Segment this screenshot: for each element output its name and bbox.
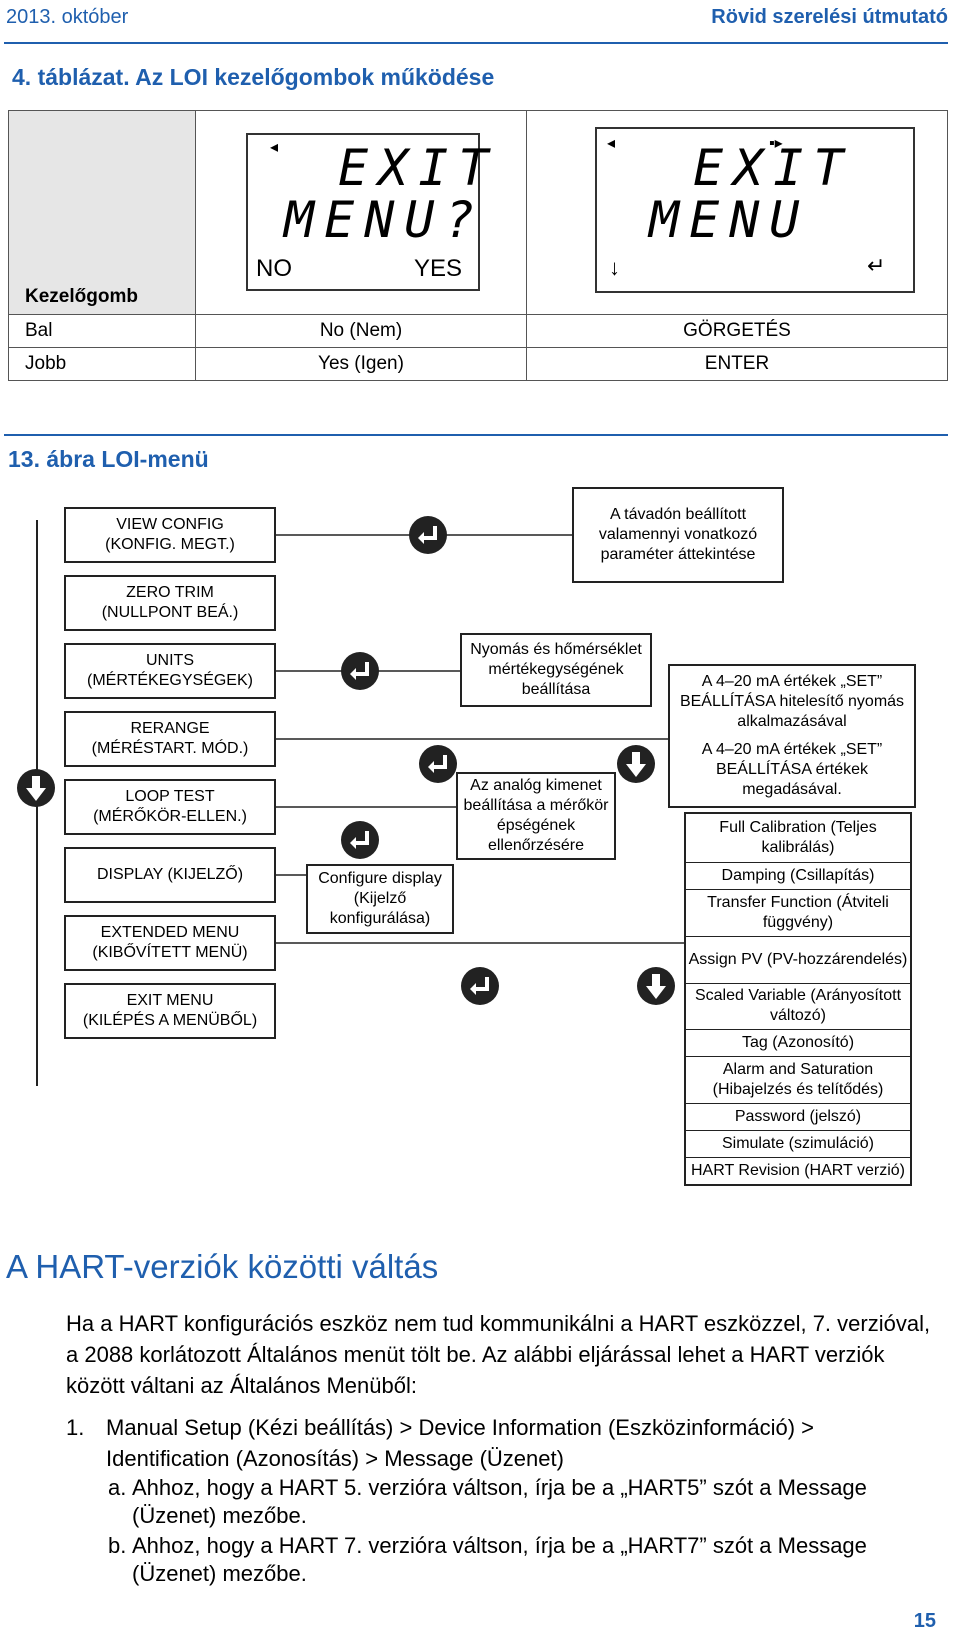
step-a-label: a. xyxy=(108,1475,127,1500)
extended-item[interactable]: Scaled Variable (Arányosított változó) xyxy=(686,984,910,1031)
step-b-text: Ahhoz, hogy a HART 7. verzióra váltson, … xyxy=(132,1533,867,1586)
table-row-key: Jobb xyxy=(8,347,196,381)
table-cell: Yes (Igen) xyxy=(195,347,527,381)
extended-item[interactable]: Assign PV (PV-hozzárendelés) xyxy=(686,937,910,984)
menu-item-loop-test[interactable]: LOOP TEST (MÉRŐKÖR-ELLEN.) xyxy=(64,779,276,835)
page-number: 15 xyxy=(913,1610,936,1632)
loi-button-table: Kezelőgomb ◂ EXIT MENU? NO YES ◂ ▪▸ EXIT… xyxy=(8,110,948,381)
table-cell: GÖRGETÉS xyxy=(526,314,948,348)
enter-icon xyxy=(340,820,380,865)
menu-item-exit-menu[interactable]: EXIT MENU (KILÉPÉS A MENÜBŐL) xyxy=(64,983,276,1039)
table-row-key: Bal xyxy=(8,314,196,348)
table-cell: ENTER xyxy=(526,347,948,381)
menu-item-units[interactable]: UNITS (MÉRTÉKEGYSÉGEK) xyxy=(64,643,276,699)
indicator-icon: ▪▸ xyxy=(769,135,783,152)
step1-number: 1. xyxy=(66,1415,85,1440)
section-intro: Ha a HART konfigurációs eszköz nem tud k… xyxy=(66,1311,931,1398)
arrow-left-icon: ◂ xyxy=(270,139,279,156)
extended-item[interactable]: Full Calibration (Teljes kalibrálás) xyxy=(686,814,910,863)
rerange-options-box: A 4–20 mA értékek „SET” BEÁLLÍTÁSA hitel… xyxy=(668,664,916,808)
extended-item[interactable]: Alarm and Saturation (Hibajelzés és telí… xyxy=(686,1057,910,1105)
lcd2-line2: MENU xyxy=(649,191,810,249)
lcd1-right-label: YES xyxy=(414,255,463,282)
enter-arrow-icon: ↵ xyxy=(867,253,886,278)
step1-text: Manual Setup (Kézi beállítás) > Device I… xyxy=(106,1415,814,1471)
lcd2-line1: EXIT xyxy=(693,139,854,197)
units-description: Nyomás és hőmérséklet mértékegységének b… xyxy=(460,633,652,707)
menu-item-extended-menu[interactable]: EXTENDED MENU (KIBŐVÍTETT MENÜ) xyxy=(64,915,276,971)
header-title: Rövid szerelési útmutató xyxy=(711,6,948,28)
lcd-screen-exit-menu: ◂ ▪▸ EXIT MENU ↓ ↵ xyxy=(526,110,948,315)
step-b-label: b. xyxy=(108,1533,127,1558)
menu-item-rerange[interactable]: RERANGE (MÉRÉSTART. MÓD.) xyxy=(64,711,276,767)
enter-icon xyxy=(408,515,448,560)
extended-item[interactable]: Simulate (szimuláció) xyxy=(686,1131,910,1159)
menu-item-zero-trim[interactable]: ZERO TRIM (NULLPONT BEÁ.) xyxy=(64,575,276,631)
extended-item[interactable]: Tag (Azonosító) xyxy=(686,1030,910,1058)
lcd1-line1: EXIT xyxy=(338,139,499,197)
rerange-option-values[interactable]: A 4–20 mA értékek „SET” BEÁLLÍTÁSA érték… xyxy=(701,741,883,798)
scroll-down-icon xyxy=(636,966,676,1011)
menu-item-display[interactable]: DISPLAY (KIJELZŐ) xyxy=(64,847,276,903)
lcd1-left-label: NO xyxy=(256,255,292,282)
section-title: A HART-verziók közötti váltás xyxy=(6,1248,439,1285)
scroll-down-icon xyxy=(16,768,56,813)
enter-icon xyxy=(340,651,380,696)
extended-item[interactable]: Damping (Csillapítás) xyxy=(686,863,910,890)
enter-icon xyxy=(418,744,458,789)
enter-icon xyxy=(460,966,500,1011)
scroll-down-arrow-icon: ↓ xyxy=(609,255,620,280)
arrow-left-icon: ◂ xyxy=(607,135,616,152)
loop-test-description: Az analóg kimenet beállítása a mérőkör é… xyxy=(456,772,616,860)
step-a-text: Ahhoz, hogy a HART 5. verzióra váltson, … xyxy=(132,1475,867,1528)
header-rule xyxy=(4,42,948,44)
header-date: 2013. október xyxy=(6,6,129,28)
connector-lines xyxy=(276,534,684,944)
lcd1-line2: MENU? xyxy=(284,191,485,249)
display-description: Configure display (Kijelző konfigurálása… xyxy=(306,864,454,934)
section-rule xyxy=(4,434,948,436)
extended-item[interactable]: HART Revision (HART verzió) xyxy=(691,1162,905,1180)
menu-item-view-config[interactable]: VIEW CONFIG (KONFIG. MEGT.) xyxy=(64,507,276,563)
extended-item[interactable]: Password (jelszó) xyxy=(686,1104,910,1132)
rerange-option-pressure[interactable]: A 4–20 mA értékek „SET” BEÁLLÍTÁSA hitel… xyxy=(679,673,905,730)
extended-menu-list: Full Calibration (Teljes kalibrálás) Dam… xyxy=(684,812,912,1186)
scroll-down-icon xyxy=(616,744,656,789)
table-col-header: Kezelőgomb xyxy=(8,110,196,315)
figure13-caption: 13. ábra LOI-menü xyxy=(8,446,209,472)
table4-caption: 4. táblázat. Az LOI kezelőgombok működés… xyxy=(12,64,495,90)
view-config-description: A távadón beállított valamennyi vonatkoz… xyxy=(572,487,784,583)
lcd-screen-exit-menu-question: ◂ EXIT MENU? NO YES xyxy=(195,110,527,315)
extended-item[interactable]: Transfer Function (Átviteli függvény) xyxy=(686,890,910,937)
